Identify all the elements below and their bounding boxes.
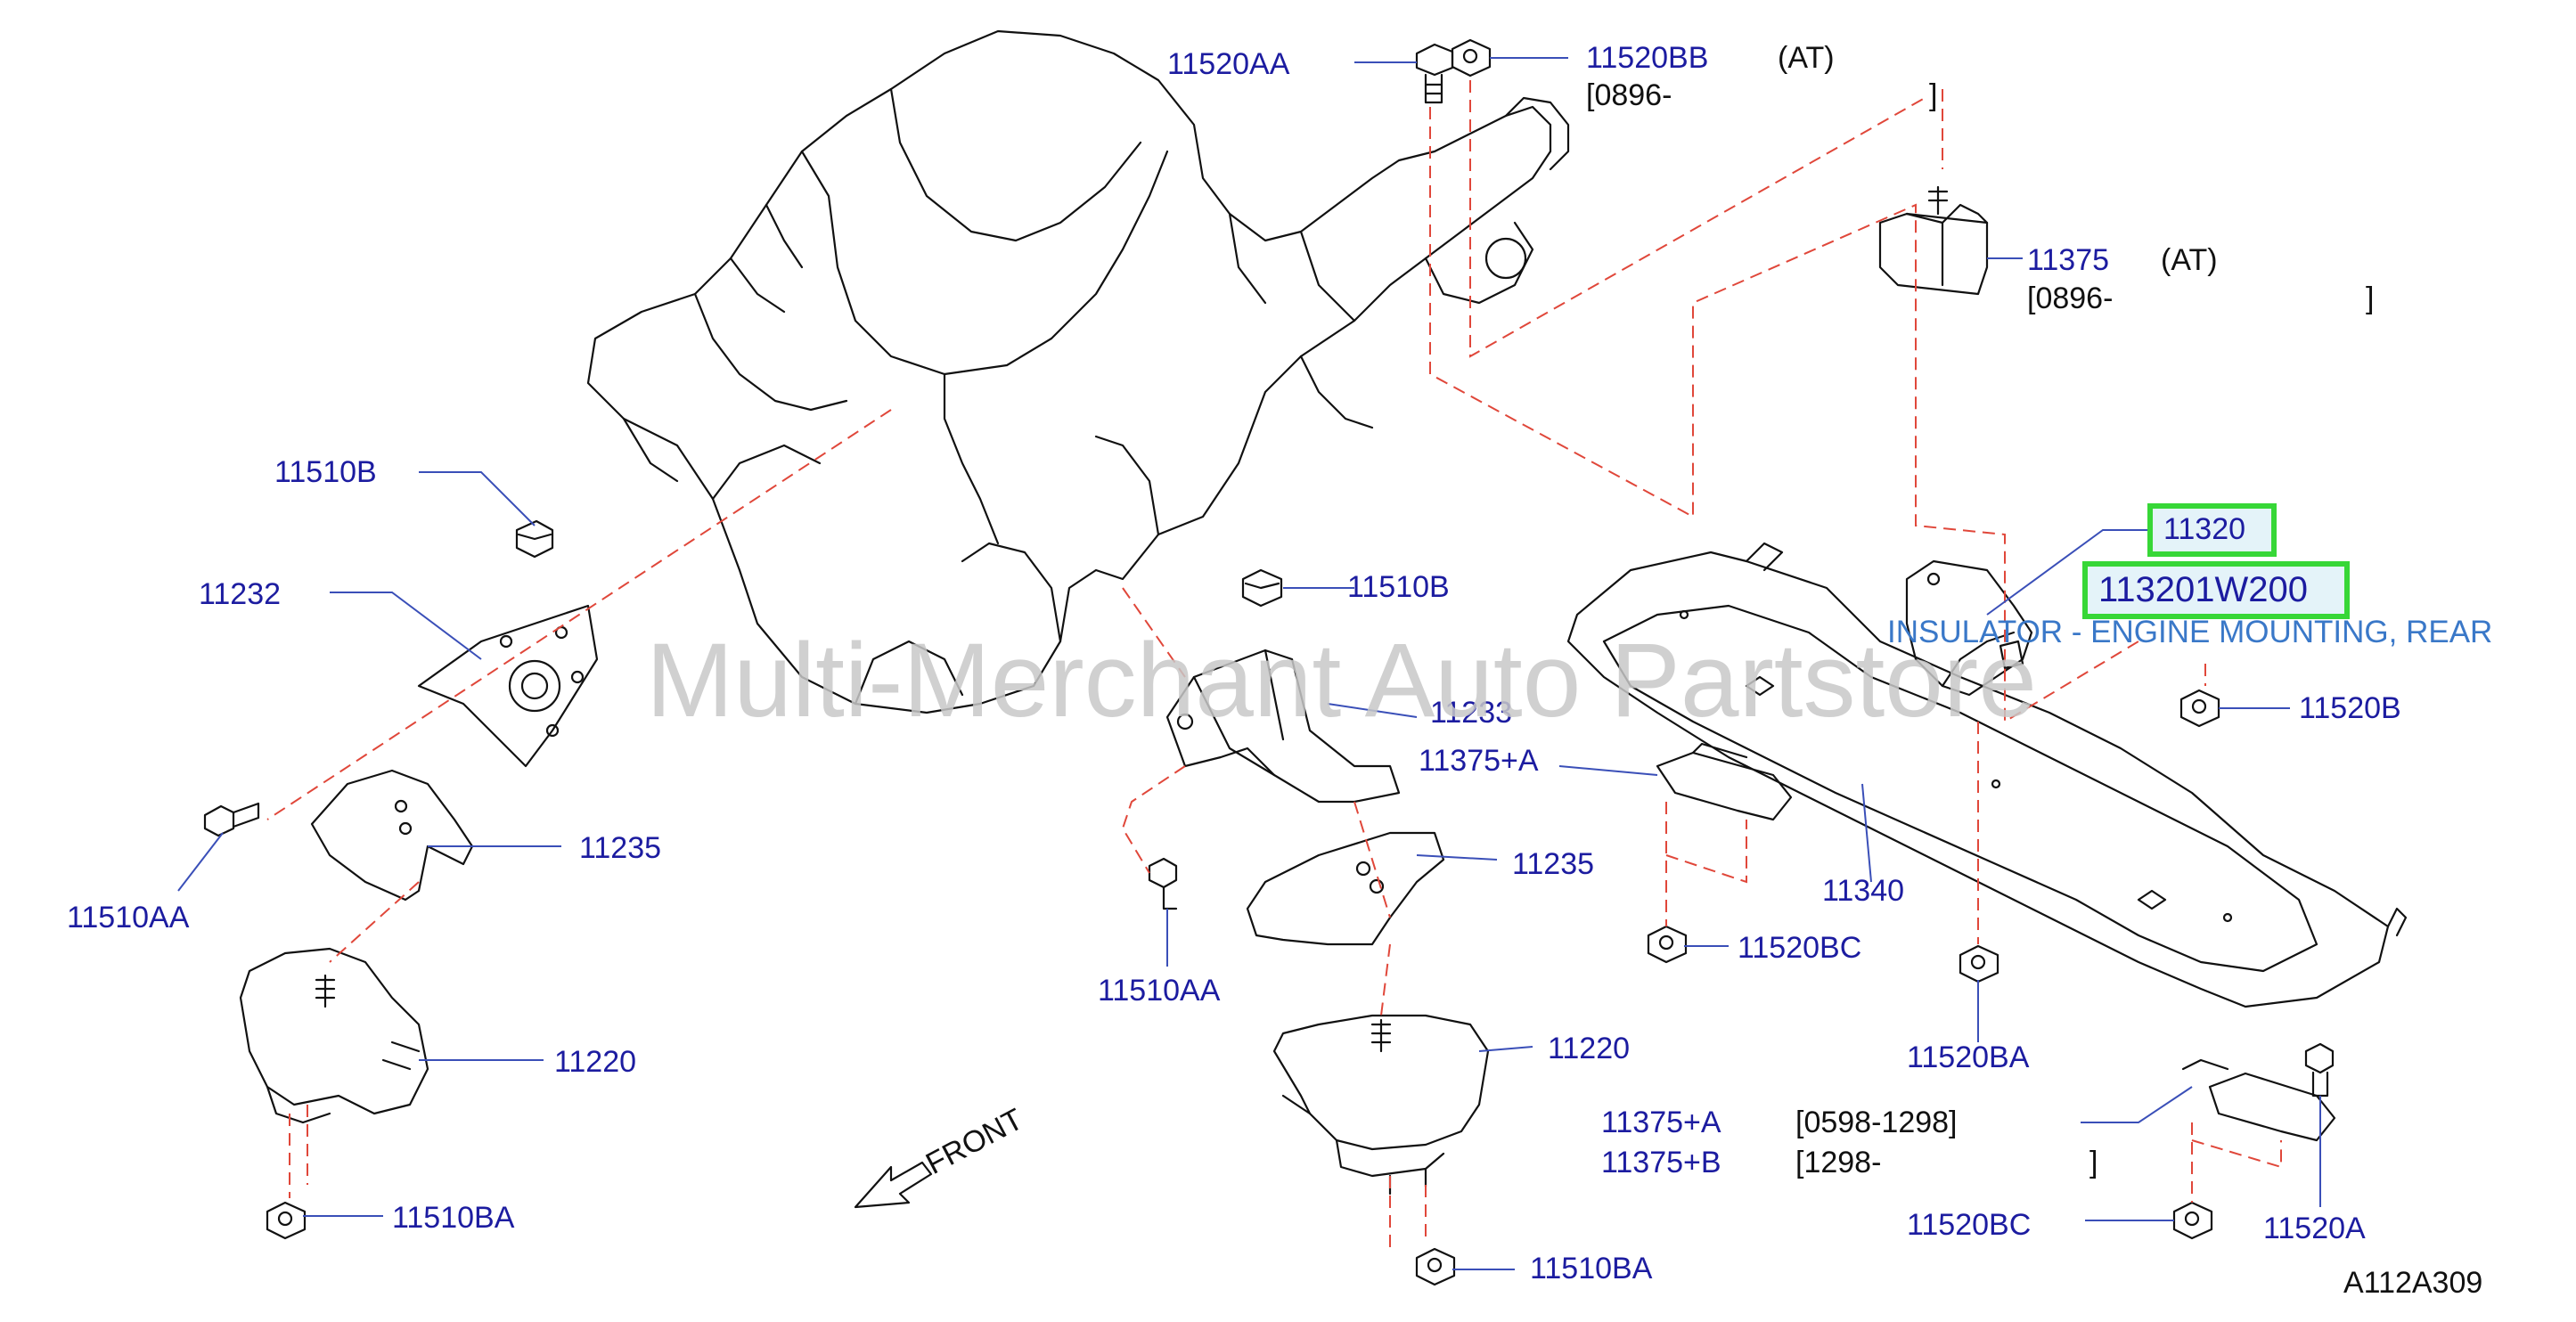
date-range-close-3: ] [2089,1146,2098,1179]
diagram-code: A112A309 [2343,1266,2483,1300]
insulator-11375a-center [1656,742,1793,821]
callout-11340[interactable]: 11340 [1822,874,1905,908]
bolt-11520a [2304,1042,2335,1098]
callout-11510b-left[interactable]: 11510B [274,455,377,489]
nut-11520bc-center [1647,925,1688,964]
nut-11520b [2179,689,2220,728]
callout-11510b-center[interactable]: 11510B [1347,570,1450,604]
date-range-1298: [1298- [1795,1146,1882,1179]
callout-11510ba-center[interactable]: 11510BA [1530,1252,1653,1285]
callout-11520bc-right[interactable]: 11520BC [1907,1208,2032,1242]
date-range-close-1: ] [1929,78,1938,112]
note-at-1: (AT) [1778,41,1835,75]
callout-11375[interactable]: 11375 [2027,243,2110,277]
nut-11510ba-left [266,1201,307,1240]
bolt-11520aa [1415,43,1454,104]
date-range-0896-2: [0896- [2027,282,2114,315]
highlight-box-part-number [2082,561,2350,619]
date-range-0598-1298: [0598-1298] [1795,1106,1958,1139]
note-at-2: (AT) [2161,243,2218,277]
callout-11520b[interactable]: 11520B [2299,691,2401,725]
callout-11220-left[interactable]: 11220 [554,1045,637,1079]
bracket-11233 [1165,649,1401,804]
front-arrow-icon [854,1161,933,1209]
crossmember-11340 [1566,542,2408,1008]
insulator-11375-at [1878,185,1989,296]
part-number-113201w200[interactable]: 113201W200 [2098,570,2308,609]
date-range-0896-1: [0896- [1586,78,1672,112]
callout-11520ba[interactable]: 11520BA [1907,1040,2030,1074]
bolt-11510aa-left [203,802,260,837]
callout-11320[interactable]: 11320 [2163,512,2246,546]
callout-11375a-bottom[interactable]: 11375+A [1601,1106,1721,1139]
heat-shield-11235-center [1246,831,1445,946]
bolt-11510aa-center [1148,857,1178,910]
callout-11375b[interactable]: 11375+B [1601,1146,1721,1179]
callout-11520aa[interactable]: 11520AA [1167,47,1290,81]
callout-11520bc-center[interactable]: 11520BC [1738,931,1862,965]
nut-11520bc-right [2172,1201,2213,1240]
part-description: INSULATOR - ENGINE MOUNTING, REAR [1887,615,2493,649]
nut-11510ba-center [1415,1247,1456,1286]
nut-11520ba [1959,944,1999,983]
callout-11233[interactable]: 11233 [1430,696,1513,730]
callout-11510aa-center[interactable]: 11510AA [1098,974,1221,1008]
callout-11235-left[interactable]: 11235 [579,831,662,865]
watermark: Multi-Merchant Auto Partstore [646,622,2037,739]
engine-mount-11220-left [239,947,429,1124]
bracket-11232 [417,604,599,768]
callout-11520a[interactable]: 11520A [2263,1212,2366,1245]
engine-transmission-assembly [586,29,1570,714]
heat-shield-11235-left [310,769,474,902]
date-range-close-2: ] [2366,282,2375,315]
insulator-11375a-right [2181,1058,2336,1142]
callout-11375a-center[interactable]: 11375+A [1419,744,1539,778]
insulator-11320-rear [1905,559,2033,697]
nut-11520bb [1451,38,1492,78]
fastener-11510b-left [515,519,554,559]
highlight-box-11320 [2147,503,2277,557]
callout-11520bb[interactable]: 11520BB [1586,41,1709,75]
callout-11235-center[interactable]: 11235 [1512,847,1595,881]
callout-11232[interactable]: 11232 [199,577,282,611]
engine-mount-11220-center [1272,1014,1490,1196]
nut-11510b-center [1241,568,1283,608]
callout-11220-center[interactable]: 11220 [1548,1032,1631,1065]
callout-11510ba-left[interactable]: 11510BA [392,1201,515,1235]
callout-11510aa-left[interactable]: 11510AA [67,901,190,934]
